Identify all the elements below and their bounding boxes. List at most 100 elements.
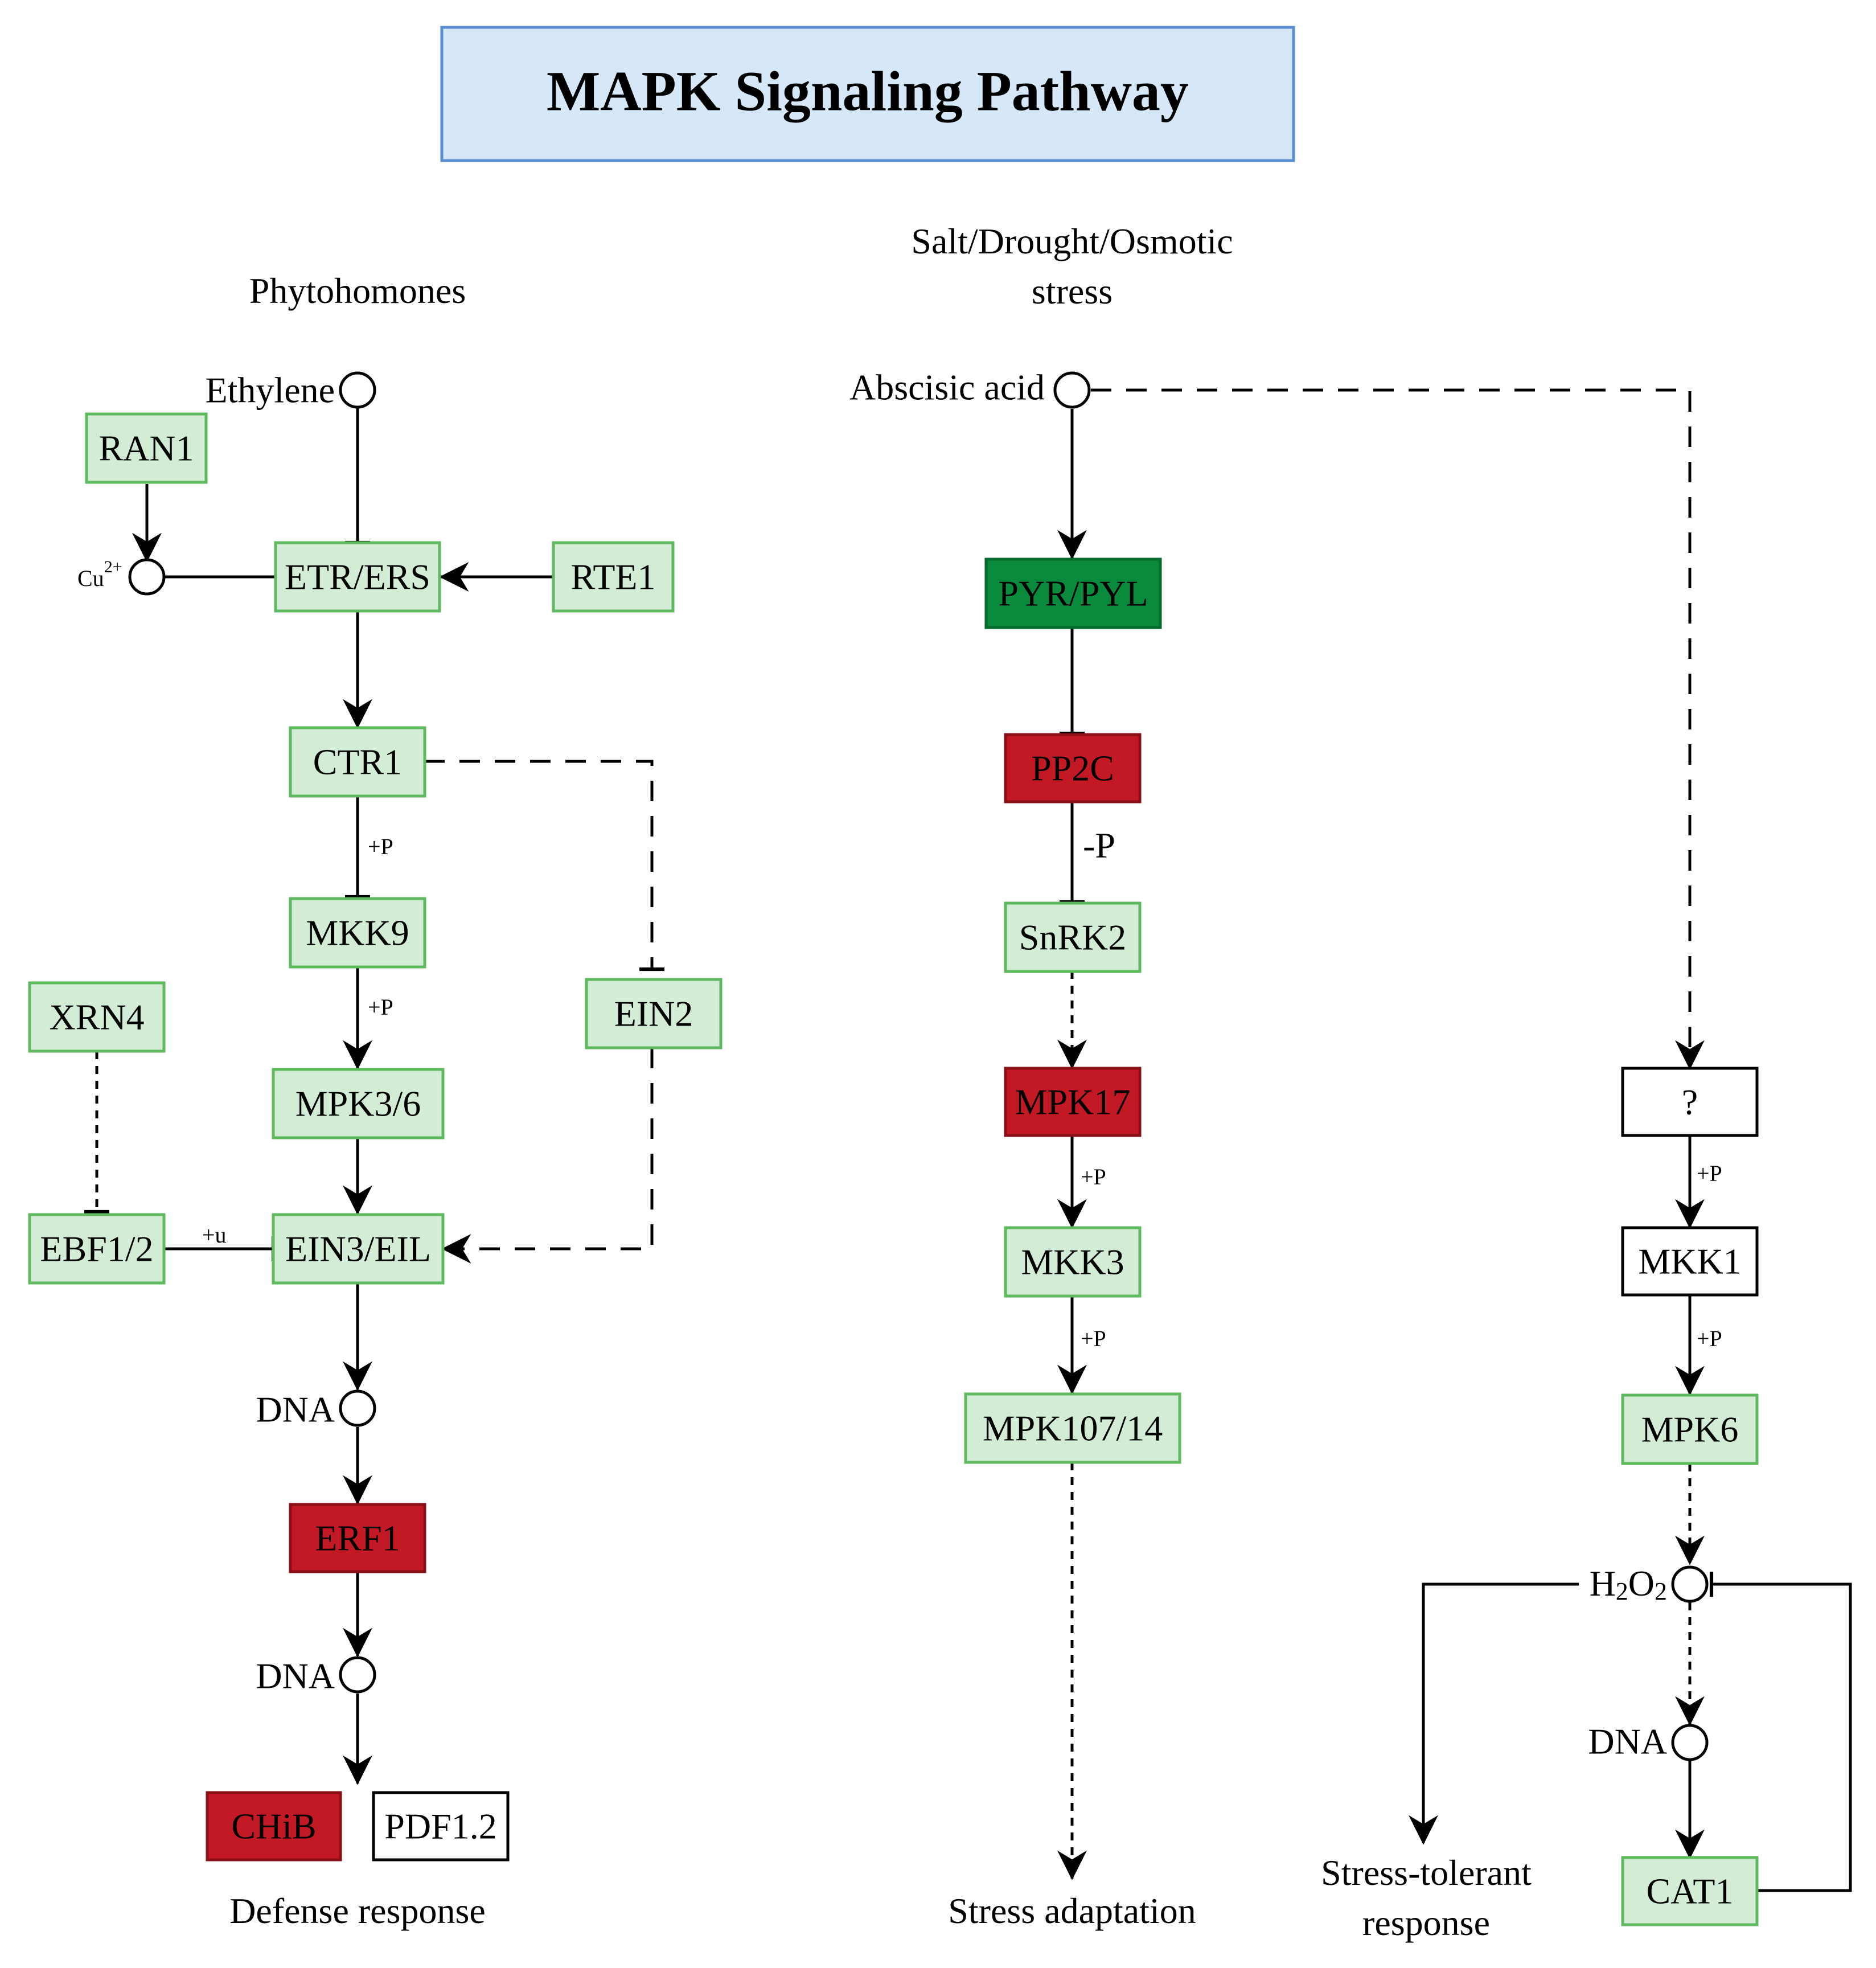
node-mkk9-label: MKK9 — [306, 913, 409, 953]
node-snrk2-box — [1004, 901, 1142, 973]
node-mkk9: MKK9 — [289, 897, 426, 969]
node-ran1-label: RAN1 — [98, 428, 194, 469]
node-mpk107-14: MPK107/14 — [964, 1392, 1181, 1464]
abscisic-acid-label: Abscisic acid — [849, 367, 1045, 408]
node-pp2c-label: PP2C — [1031, 748, 1114, 789]
node-etr-ers-label: ETR/ERS — [285, 557, 430, 597]
edge-ctr1-ein2 — [424, 760, 664, 971]
node-pyr-pyl-label: PYR/PYL — [998, 573, 1148, 614]
node-unknown-label: ? — [1682, 1082, 1698, 1122]
node-mkk1-box — [1621, 1226, 1759, 1297]
node-ebf1-2-box — [28, 1213, 166, 1285]
node-pp2c: PP2C — [1004, 733, 1142, 803]
node-pdf1-2: PDF1.2 — [372, 1791, 510, 1862]
node-mpk107-14-box — [964, 1392, 1181, 1464]
node-etr-ers: ETR/ERS — [274, 541, 441, 613]
node-mpk17-label: MPK17 — [1015, 1082, 1131, 1122]
dna-label-2: DNA — [256, 1656, 335, 1696]
node-mpk17-box — [1004, 1067, 1142, 1137]
node-mpk3-6-label: MPK3/6 — [295, 1084, 421, 1124]
node-rte1: RTE1 — [552, 541, 675, 613]
salt-stress-label-line1: Salt/Drought/Osmotic — [911, 221, 1233, 261]
node-ran1: RAN1 — [85, 412, 208, 484]
node-xrn4-label: XRN4 — [49, 997, 144, 1038]
node-snrk2-label: SnRK2 — [1019, 917, 1127, 958]
node-mkk1: MKK1 — [1621, 1226, 1759, 1297]
node-mpk107-14-label: MPK107/14 — [983, 1408, 1163, 1449]
edge-label-mpk17-mkk3: +P — [1081, 1164, 1106, 1190]
node-ctr1: CTR1 — [289, 726, 426, 798]
stress-adaptation-label: Stress adaptation — [948, 1891, 1196, 1931]
node-pdf1-2-box — [372, 1791, 510, 1862]
node-pp2c-box — [1004, 733, 1142, 803]
edge-h2o2-tolerant — [1409, 1582, 1579, 1845]
node-rte1-box — [552, 541, 675, 613]
node-cat1-box — [1621, 1856, 1759, 1926]
node-mpk3-6-box — [272, 1068, 445, 1139]
edge-label-mkk3-mpk107: +P — [1081, 1326, 1106, 1351]
node-etr-ers-box — [274, 541, 441, 613]
salt-stress-label-line2: stress — [1032, 271, 1113, 311]
node-ein2-label: EIN2 — [614, 994, 693, 1034]
ethylene-compound — [339, 371, 376, 409]
edge-label-ebf12-ein3: +u — [202, 1222, 227, 1248]
dna-label-1: DNA — [256, 1389, 335, 1430]
node-mkk3: MKK3 — [1004, 1226, 1142, 1298]
node-mpk17: MPK17 — [1004, 1067, 1142, 1137]
copper-compound — [128, 558, 166, 596]
node-mkk9-box — [289, 897, 426, 969]
node-mpk6-label: MPK6 — [1641, 1409, 1739, 1450]
dna-compound-1 — [339, 1389, 376, 1427]
node-ein2: EIN2 — [585, 978, 723, 1049]
edge-ein2-ein3 — [441, 1048, 654, 1264]
node-mkk3-box — [1004, 1226, 1142, 1298]
dna-compound-2 — [339, 1656, 376, 1694]
edge-label-mkk1-mpk6: +P — [1697, 1326, 1722, 1351]
edge-cat1-h2o2 — [1709, 1572, 1852, 1892]
node-ebf1-2: EBF1/2 — [28, 1213, 166, 1285]
node-snrk2: SnRK2 — [1004, 901, 1142, 973]
phytohormones-label: Phytohomones — [249, 270, 466, 311]
node-chib-box — [206, 1791, 342, 1862]
node-mpk3-6: MPK3/6 — [272, 1068, 445, 1139]
node-ein3-eil-box — [272, 1213, 445, 1285]
node-rte1-label: RTE1 — [570, 557, 655, 597]
edge-label-mkk9-mpk36: +P — [368, 994, 393, 1020]
h2o2-label: H2O2 — [1590, 1563, 1667, 1605]
node-pyr-pyl: PYR/PYL — [984, 557, 1162, 629]
diagram-title: MAPK Signaling Pathway — [547, 60, 1189, 123]
copper-label: Cu2+ — [77, 557, 122, 591]
dna-compound-3 — [1671, 1724, 1709, 1761]
node-ctr1-label: CTR1 — [313, 742, 402, 782]
node-pdf1-2-label: PDF1.2 — [384, 1806, 496, 1847]
abscisic-acid-compound — [1053, 371, 1091, 409]
node-mpk6: MPK6 — [1621, 1393, 1759, 1465]
edge-label-pp2c-snrk2: -P — [1083, 825, 1115, 866]
node-ebf1-2-label: EBF1/2 — [40, 1229, 153, 1269]
node-unknown: ? — [1621, 1067, 1759, 1137]
edge-label-ctr1-mkk9: +P — [368, 834, 393, 859]
node-xrn4-box — [28, 981, 166, 1053]
stress-tolerant-label-line1: Stress-tolerant — [1321, 1852, 1532, 1893]
node-mkk3-label: MKK3 — [1021, 1242, 1124, 1282]
node-ctr1-box — [289, 726, 426, 798]
node-pyr-pyl-box — [984, 557, 1162, 629]
title-box: MAPK Signaling Pathway — [440, 26, 1295, 162]
node-chib: CHiB — [206, 1791, 342, 1862]
node-cat1-label: CAT1 — [1647, 1871, 1734, 1912]
node-erf1-box — [289, 1503, 426, 1573]
node-mkk1-label: MKK1 — [1638, 1241, 1741, 1282]
ethylene-label: Ethylene — [206, 370, 335, 411]
h2o2-compound — [1671, 1565, 1709, 1603]
node-erf1-label: ERF1 — [315, 1518, 400, 1559]
node-xrn4: XRN4 — [28, 981, 166, 1053]
node-unknown-box — [1621, 1067, 1759, 1137]
node-ran1-box — [85, 412, 208, 484]
node-ein3-eil: EIN3/EIL — [272, 1213, 445, 1285]
dna-label-3: DNA — [1588, 1721, 1667, 1762]
node-mpk6-box — [1621, 1393, 1759, 1465]
edge-aba-unknown — [1091, 388, 1705, 1070]
node-chib-label: CHiB — [231, 1806, 316, 1847]
defense-response-label: Defense response — [229, 1891, 486, 1931]
